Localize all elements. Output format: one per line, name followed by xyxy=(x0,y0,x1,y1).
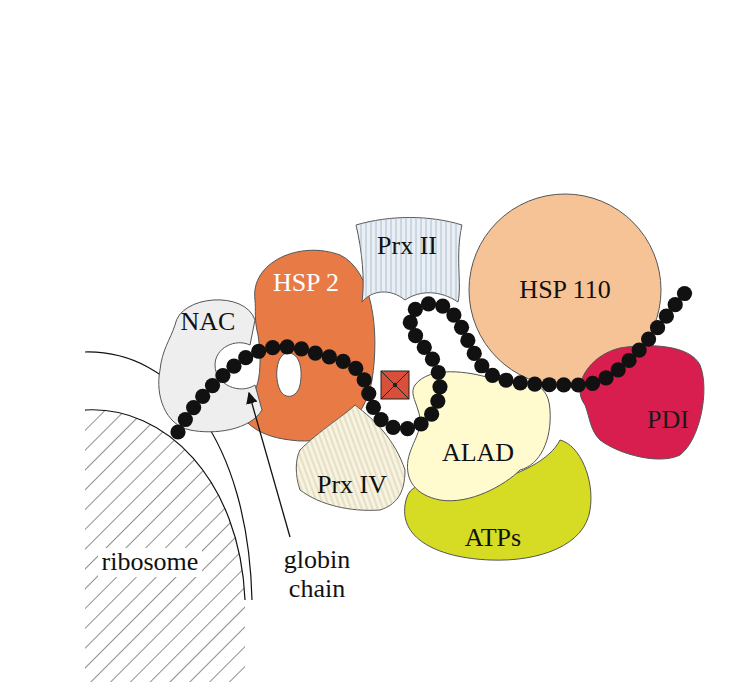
protein-stripes xyxy=(296,405,405,510)
protein-fill xyxy=(469,194,661,386)
protein-outline xyxy=(350,212,468,308)
nac-protein: NAC xyxy=(150,288,268,440)
amino-acid-bead xyxy=(571,377,586,392)
amino-acid-bead xyxy=(408,328,423,343)
amino-acid-bead xyxy=(400,421,415,436)
amino-acid-bead xyxy=(485,368,500,383)
amino-acid-bead xyxy=(513,375,528,390)
amino-acid-bead xyxy=(424,407,439,422)
protein-name: ATPs xyxy=(465,525,521,551)
protein-fill xyxy=(356,218,462,303)
protein-name: ALAD xyxy=(442,440,514,466)
amino-acid-bead xyxy=(386,420,401,435)
amino-acid-bead xyxy=(527,377,542,392)
amino-acid-bead xyxy=(556,377,571,392)
prx2-protein: Prx II xyxy=(350,212,468,308)
amino-acid-bead xyxy=(460,333,475,348)
chain-label: globin chain xyxy=(262,546,372,603)
amino-acid-bead xyxy=(585,376,600,391)
protein-name: Prx II xyxy=(377,233,437,259)
protein-stripes xyxy=(356,218,462,303)
protein-fill xyxy=(580,346,704,459)
protein-fill xyxy=(405,440,591,560)
protein-name: NAC xyxy=(181,309,236,335)
amino-acid-bead xyxy=(403,315,418,330)
protein-name: HSP 2 xyxy=(273,270,339,296)
organelle-label: ribosome xyxy=(98,548,203,577)
protein-hole xyxy=(277,353,301,396)
heme-square xyxy=(381,371,409,399)
amino-acid-bead xyxy=(421,296,436,311)
amino-acid-bead xyxy=(265,340,280,355)
amino-acid-bead xyxy=(322,349,337,364)
protein-outline xyxy=(290,400,412,516)
amino-acid-bead xyxy=(454,320,469,335)
protein-name: Prx IV xyxy=(317,472,387,498)
amino-acid-bead xyxy=(308,345,323,360)
ribosome-edge xyxy=(85,410,245,600)
protein-name: HSP 110 xyxy=(519,277,610,303)
amino-acid-bead xyxy=(542,377,557,392)
amino-acid-bead xyxy=(432,379,447,394)
amino-acid-bead xyxy=(361,386,376,401)
prx4-protein: Prx IV xyxy=(290,400,412,516)
amino-acid-bead xyxy=(498,373,513,388)
protein-fill xyxy=(159,300,262,432)
amino-acid-bead xyxy=(294,341,309,356)
amino-acid-bead xyxy=(238,350,253,365)
amino-acid-bead xyxy=(251,344,266,359)
amino-acid-bead xyxy=(280,339,295,354)
amino-acid-bead xyxy=(430,394,445,409)
amino-acid-bead xyxy=(408,302,423,317)
protein-fill xyxy=(296,405,405,510)
amino-acid-bead xyxy=(431,365,446,380)
protein-outline xyxy=(580,340,710,465)
pdi-protein: PDI xyxy=(580,340,710,465)
amino-acid-bead xyxy=(677,286,692,301)
protein-name: PDI xyxy=(647,407,689,433)
amino-acid-bead xyxy=(357,372,372,387)
